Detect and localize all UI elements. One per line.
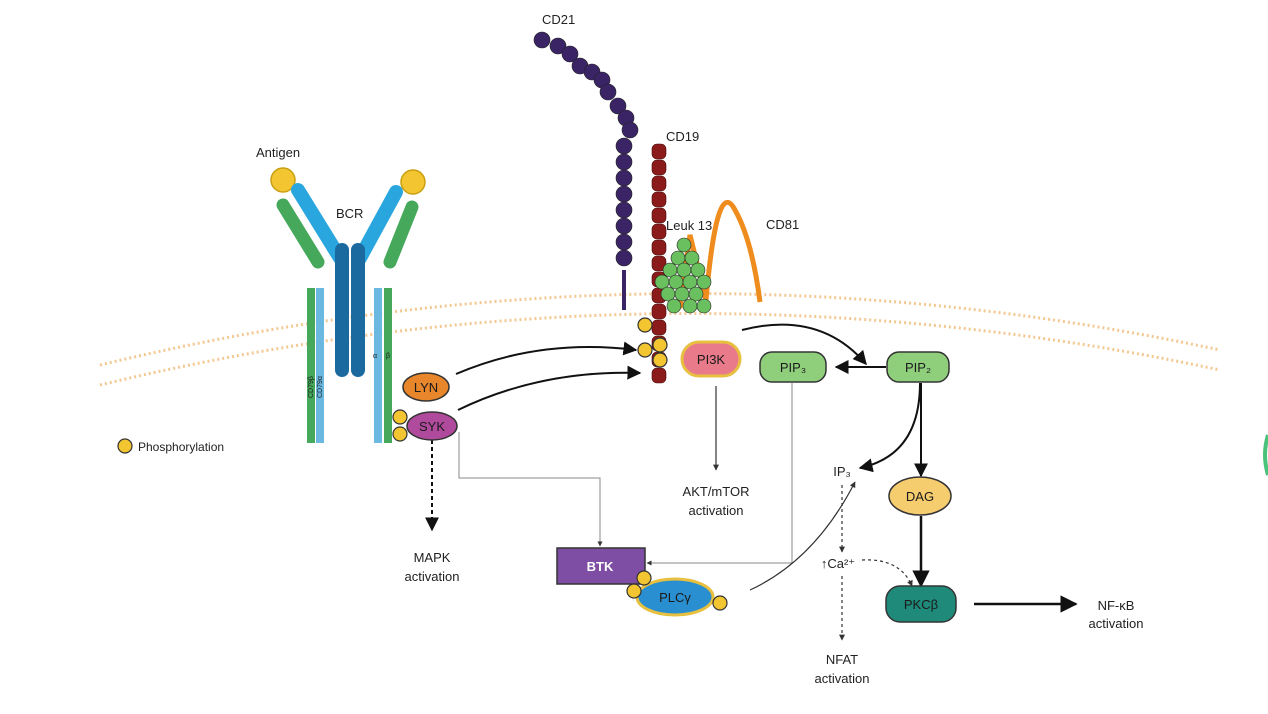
cd21-domain	[615, 185, 633, 203]
cd19-domain	[651, 159, 667, 176]
nfat-line1: NFAT	[826, 652, 858, 667]
cd19-domain	[651, 175, 667, 192]
legend-phospho-label: Phosphorylation	[138, 440, 224, 454]
cd19-domain	[651, 239, 667, 256]
cd19-label: CD19	[666, 129, 699, 144]
cd21-label: CD21	[542, 12, 575, 27]
mapk-line1: MAPK	[414, 550, 451, 565]
cd21-domain	[615, 201, 633, 219]
cd79a-label: CD79α	[317, 376, 324, 398]
cd19-domain	[651, 303, 667, 320]
akt-line1: AKT/mTOR	[683, 484, 750, 499]
leuk13-domain	[696, 298, 712, 314]
cd21-domain	[549, 37, 567, 55]
beta-label: β	[386, 353, 390, 360]
cd21-domain	[615, 137, 633, 155]
leuk13-domain	[696, 274, 712, 290]
cd21-receptor	[533, 31, 639, 310]
cd21-domain	[615, 153, 633, 171]
plcg-label: PLCγ	[659, 590, 691, 605]
pi3k-node: PI3K	[680, 340, 742, 378]
dag-label: DAG	[906, 489, 934, 504]
leuk13-domain	[688, 286, 704, 302]
plcg-node: PLCγ	[635, 577, 715, 617]
leuk13-cluster	[654, 237, 712, 314]
cd21-domain	[615, 169, 633, 187]
dag-node: DAG	[888, 476, 952, 516]
cd21-domain	[621, 121, 639, 139]
leuk13-domain	[684, 250, 700, 266]
pkcb-label: PKCβ	[904, 597, 938, 612]
cd19-domain	[651, 143, 667, 160]
lyn-node: LYN	[402, 372, 450, 402]
bcr-label: BCR	[336, 206, 363, 221]
pathway-arrows	[425, 323, 1078, 641]
mapk-line2: activation	[405, 569, 460, 584]
nfkb-line1: NF-κB	[1098, 598, 1135, 613]
pkcb-node: PKCβ	[885, 585, 957, 623]
cd19-domain	[651, 319, 667, 336]
antigen-right	[400, 169, 426, 195]
syk-label: SYK	[419, 419, 445, 434]
phospho-dots	[392, 317, 728, 611]
btk-node: BTK	[556, 547, 646, 585]
cd21-domain	[599, 83, 617, 101]
leuk13-domain	[674, 286, 690, 302]
leuk13-domain	[682, 298, 698, 314]
cd21-domain	[615, 233, 633, 251]
cd21-domain	[561, 45, 579, 63]
ip3-label: IP₃	[833, 464, 851, 479]
antigen-left	[270, 167, 296, 193]
lyn-label: LYN	[414, 380, 438, 395]
akt-line2: activation	[689, 503, 744, 518]
btk-label: BTK	[587, 559, 614, 574]
leuk13-domain	[676, 237, 692, 253]
legend-phospho-dot	[117, 438, 133, 454]
cd19-domain	[651, 191, 667, 208]
pip2-label: PIP₂	[905, 360, 931, 375]
syk-node: SYK	[406, 411, 458, 441]
pi3k-label: PI3K	[697, 352, 726, 367]
cd79b-label: CD79β	[308, 376, 315, 398]
cd21-domain	[615, 249, 633, 267]
cd19-domain	[651, 223, 667, 240]
cd21-domain	[609, 97, 627, 115]
leuk13-label: Leuk 13	[666, 218, 712, 233]
pip3-label: PIP₃	[780, 360, 806, 375]
pip2-node: PIP₂	[886, 351, 950, 383]
pip3-node: PIP₃	[759, 351, 827, 383]
cd81-receptor	[677, 200, 763, 309]
leuk13-domain	[690, 262, 706, 278]
bcr-receptor	[270, 167, 426, 443]
cd81-label: CD81	[766, 217, 799, 232]
nfkb-line2: activation	[1089, 616, 1144, 631]
cd21-domain	[615, 217, 633, 235]
cd21-domain	[533, 31, 551, 49]
cd19-domain	[651, 255, 667, 272]
antigen-label: Antigen	[256, 145, 300, 160]
nfat-line2: activation	[815, 671, 870, 686]
alpha-label: α	[373, 353, 377, 360]
leuk13-domain	[666, 298, 682, 314]
cd19-domain	[651, 367, 667, 384]
legend: Phosphorylation	[117, 438, 224, 454]
cd19-domain	[651, 207, 667, 224]
edge-fragment	[1263, 434, 1268, 476]
calcium-label: ↑Ca²⁺	[821, 556, 855, 571]
